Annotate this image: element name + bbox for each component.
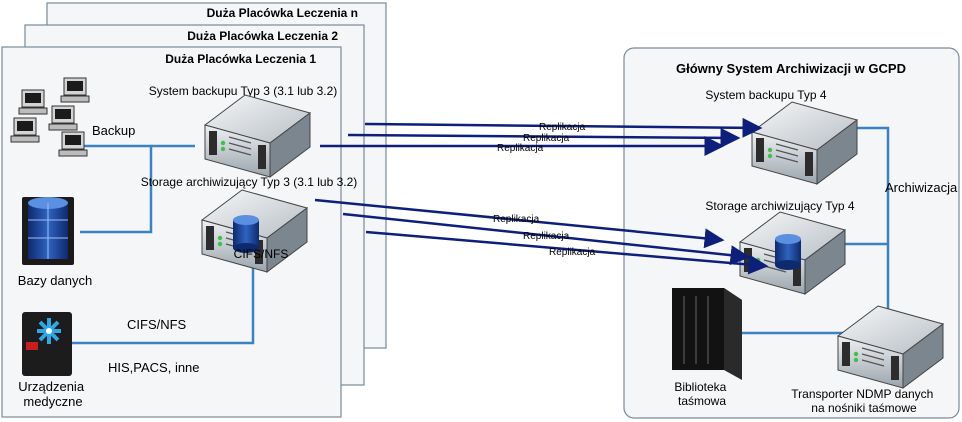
medical-devices-label: Urządzenia medyczne bbox=[18, 379, 87, 409]
backup-bracket-line bbox=[80, 144, 153, 234]
backup-system-t4-label: System backupu Typ 4 bbox=[705, 88, 827, 102]
cifs-link-line bbox=[70, 268, 255, 345]
replication-label-3: Replikacja bbox=[497, 143, 544, 154]
cifs-nfs-inner-label: CIFS/NFS bbox=[234, 247, 289, 261]
replication-label-5: Replikacja bbox=[523, 231, 570, 242]
replication-arrow-2 bbox=[347, 127, 741, 148]
storage-t4-db-icon bbox=[775, 234, 801, 270]
database-icon bbox=[22, 197, 74, 265]
ndmp-label-line1: Transporter NDMP danych bbox=[791, 387, 933, 401]
medical-device-icon bbox=[22, 312, 72, 376]
cifs-nfs-label: CIFS/NFS bbox=[127, 317, 187, 332]
gcpd-title: Główny System Archiwizacji w GCPD bbox=[676, 61, 906, 76]
storage-t4-label: Storage archiwizujący Typ 4 bbox=[705, 199, 855, 213]
replication-arrow-4 bbox=[314, 198, 725, 249]
replication-arrow-5 bbox=[342, 212, 751, 266]
backup-label: Backup bbox=[92, 123, 135, 138]
backup-system-t3-label: System backupu Typ 3 (3.1 lub 3.2) bbox=[149, 84, 338, 98]
workstations-icon bbox=[10, 77, 90, 157]
site-card-2-title: Duża Placówka Leczenia 2 bbox=[187, 29, 338, 43]
medical-devices-label-line1: Urządzenia bbox=[18, 379, 85, 394]
his-pacs-label: HIS,PACS, inne bbox=[108, 360, 200, 375]
replication-label-6: Replikacja bbox=[549, 247, 596, 258]
tape-library-icon bbox=[672, 288, 742, 380]
archiving-label: Archiwizacja bbox=[885, 180, 958, 195]
tape-library-label: Biblioteka taśmowa bbox=[674, 380, 729, 408]
tape-library-label-line1: Biblioteka bbox=[674, 380, 726, 394]
replication-label-2: Replikacja bbox=[523, 133, 570, 144]
storage-t3-db-icon bbox=[233, 215, 259, 253]
site-card-1-title: Duża Placówka Leczenia 1 bbox=[165, 52, 316, 66]
tape-library-label-line2: taśmowa bbox=[678, 394, 726, 408]
medical-devices-label-line2: medyczne bbox=[23, 394, 82, 409]
replication-arrows bbox=[314, 117, 769, 275]
databases-label: Bazy danych bbox=[18, 273, 92, 288]
site-card-n-title: Duża Placówka Leczenia n bbox=[207, 6, 358, 20]
storage-t3-label: Storage archiwizujący Typ 3 (3.1 lub 3.2… bbox=[141, 175, 358, 189]
replication-arrow-6 bbox=[365, 230, 769, 275]
replication-arrow-1 bbox=[364, 117, 763, 138]
replication-label-1: Replikacja bbox=[539, 122, 586, 133]
ndmp-label: Transporter NDMP danych na nośniki taśmo… bbox=[791, 387, 936, 415]
replication-label-4: Replikacja bbox=[493, 214, 540, 225]
left-connections bbox=[70, 144, 255, 345]
replication-labels: Replikacja Replikacja Replikacja Replika… bbox=[493, 122, 596, 258]
ndmp-label-line2: na nośniki taśmowe bbox=[811, 401, 917, 415]
